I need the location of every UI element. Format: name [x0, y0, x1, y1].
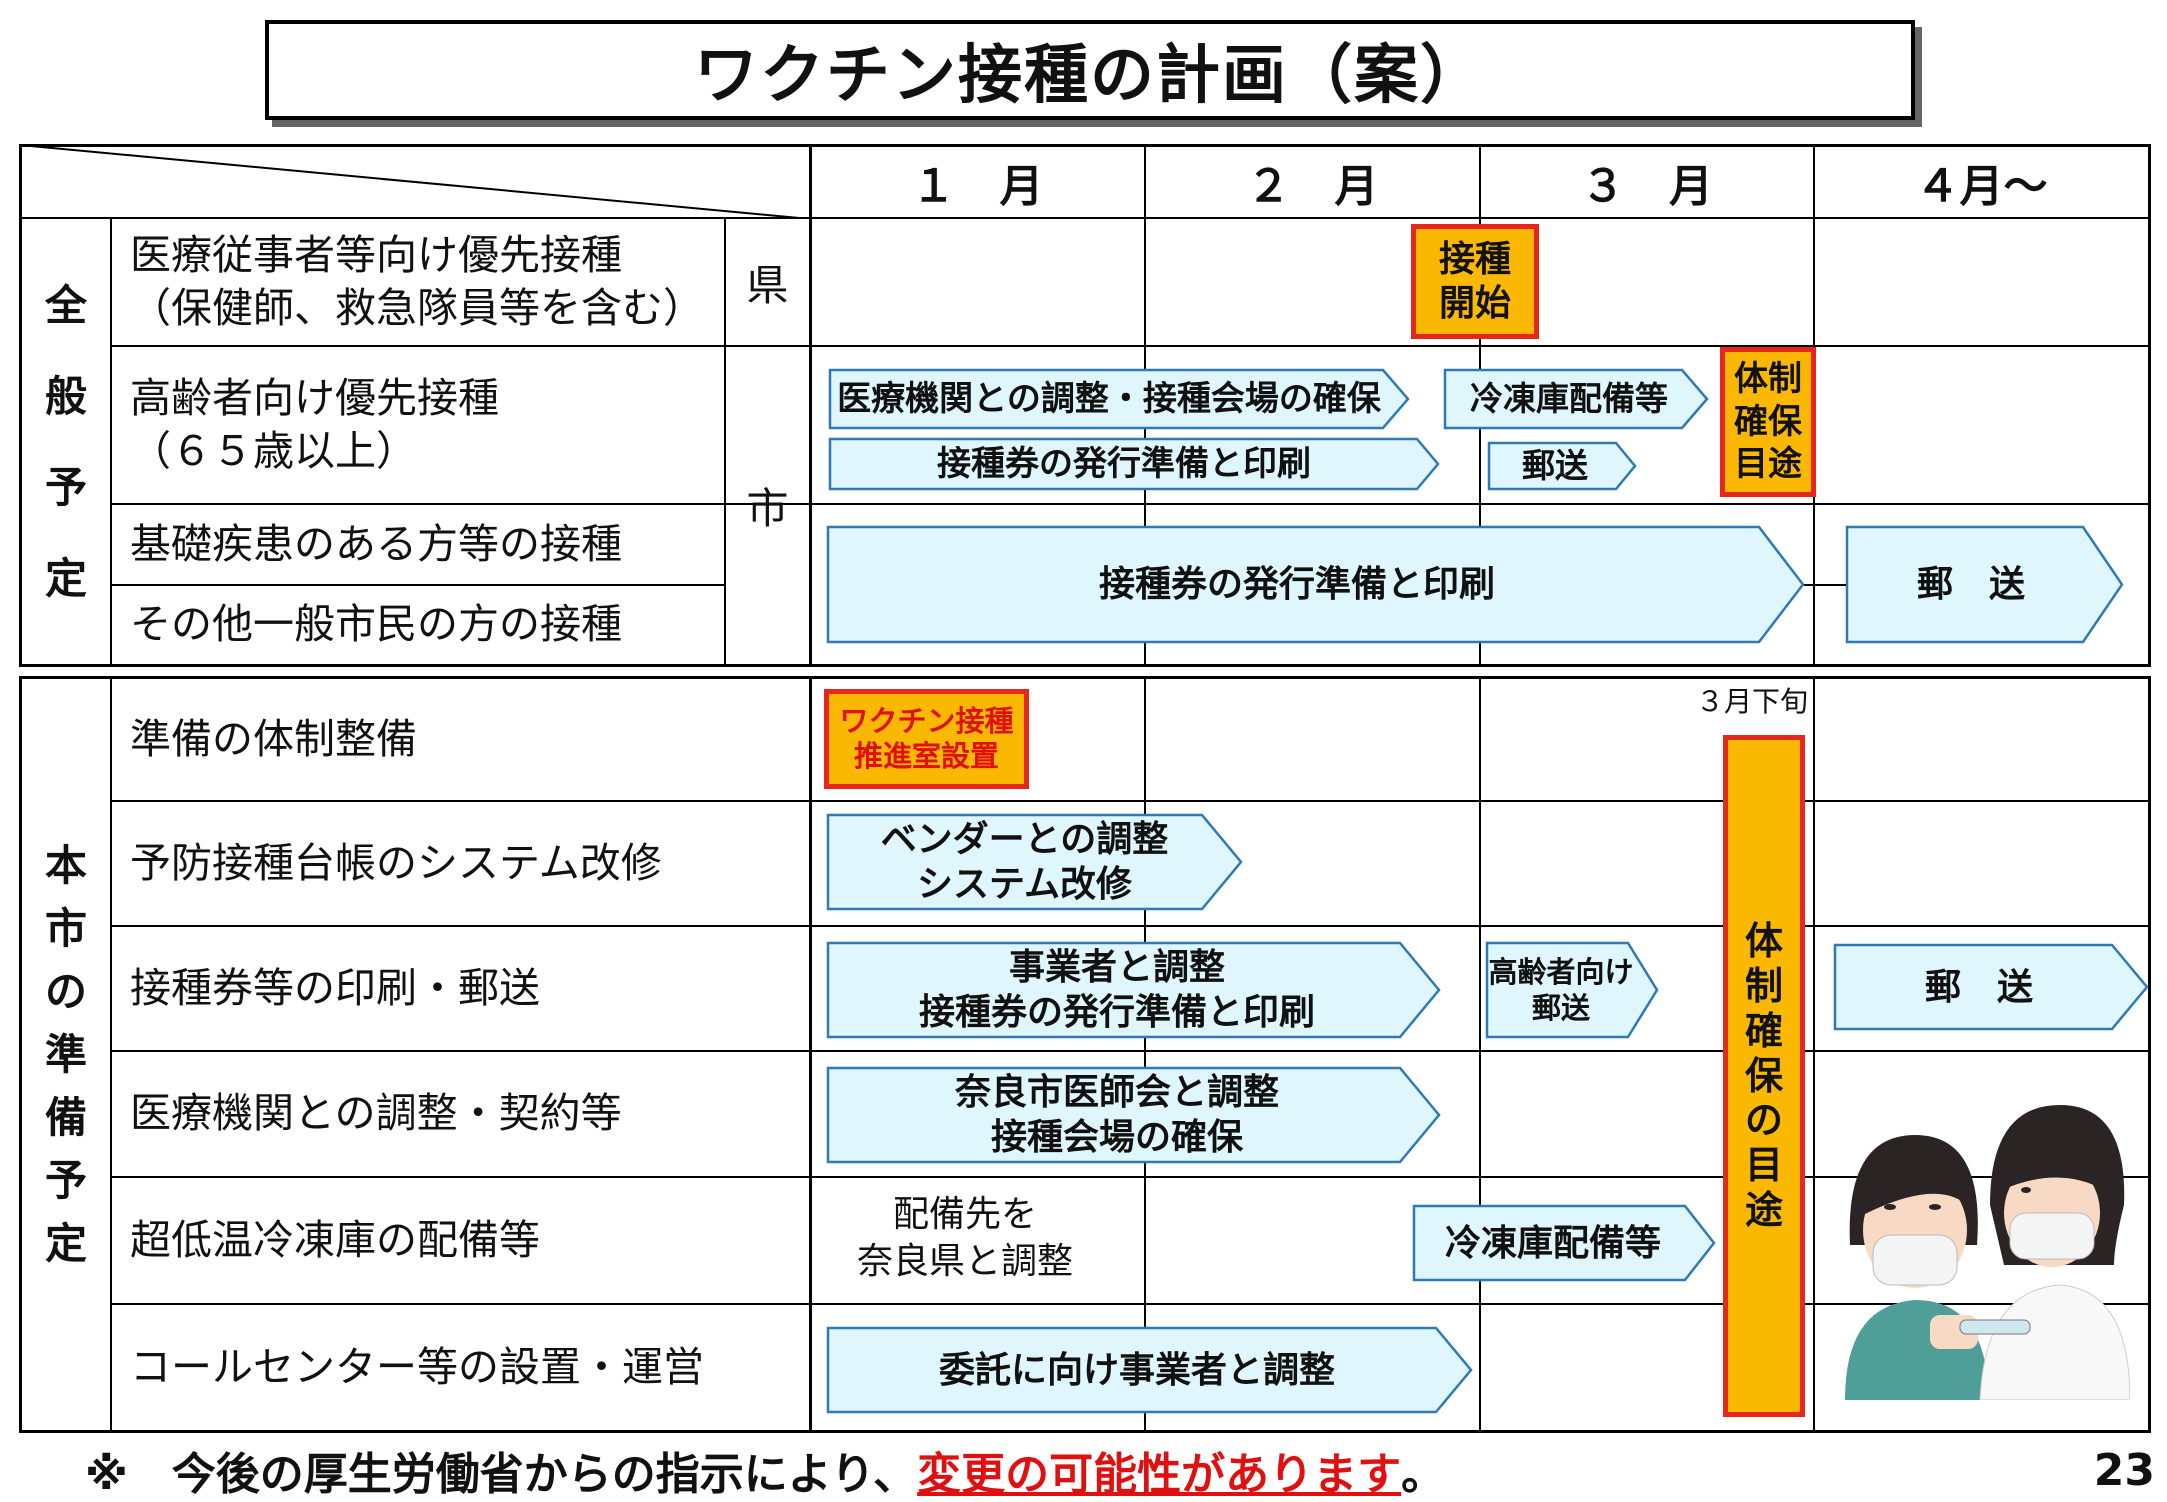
page-title: ワクチン接種の計画（案）: [265, 20, 1915, 120]
arrow-shape: [826, 813, 1243, 911]
arrow-coordination-venue: 医療機関との調整・接種会場の確保: [828, 368, 1410, 430]
patient-figure: [1845, 1135, 1989, 1400]
arrow-shape: [1412, 1204, 1716, 1282]
arrow-medical-association: 奈良市医師会と調整接種会場の確保: [826, 1066, 1441, 1164]
arrow-mail-elderly: 郵送: [1487, 441, 1637, 491]
arrow-ticket-prep-elderly: 接種券の発行準備と印刷: [828, 437, 1440, 491]
header-diagonal: [20, 145, 810, 219]
arrow-freezer-general: 冷凍庫配備等: [1443, 368, 1709, 430]
row-label-freezer: 超低温冷凍庫の配備等: [130, 1215, 540, 1264]
arrow-freezer-city: 冷凍庫配備等: [1412, 1204, 1716, 1282]
month-header-1: １ 月: [911, 161, 1044, 212]
arrow-shape: [826, 941, 1441, 1039]
row-label-elderly: 高齢者向け優先接種 （６５歳以上）: [130, 373, 499, 475]
arrow-elderly-mail: 高齢者向け郵送: [1485, 941, 1659, 1039]
row-label-call-center: コールセンター等の設置・運営: [130, 1342, 704, 1391]
freezer-note: 配備先を奈良県と調整: [856, 1194, 1073, 1282]
system-secured-badge: 体制確保目途: [1720, 347, 1816, 497]
arrow-vendor-system: ベンダーとの調整システム改修: [826, 813, 1243, 911]
footnote-suffix: 。: [1401, 1449, 1446, 1500]
city-section-label: 本 市 の 準 備 予 定: [44, 841, 87, 1268]
footnote-text: ※ 今後の厚生労働省からの指示により、: [85, 1449, 918, 1500]
row-label-printing-mailing: 接種券等の印刷・郵送: [130, 963, 540, 1012]
arrow-shape: [826, 1326, 1473, 1414]
promotion-office-badge: ワクチン接種推進室設置: [824, 689, 1029, 789]
arrow-call-center: 委託に向け事業者と調整: [826, 1326, 1473, 1414]
row-label-underlying-conditions: 基礎疾患のある方等の接種: [130, 519, 622, 568]
arrow-shape: [1845, 525, 2124, 644]
agency-city: 市: [746, 484, 789, 533]
row-label-preparation: 準備の体制整備: [130, 714, 417, 763]
arrow-mail-april-general: 郵 送: [1845, 525, 2124, 644]
arrow-shape: [826, 1066, 1441, 1164]
row-label-medical-contracts: 医療機関との調整・契約等: [130, 1089, 622, 1138]
vaccination-start-badge: 接種開始: [1411, 224, 1539, 339]
system-secured-bar: 体制確保の目途: [1723, 735, 1805, 1417]
nurse-figure: [1959, 1105, 2130, 1400]
month-header-3: ３ 月: [1581, 161, 1713, 212]
arrow-shape: [828, 368, 1410, 430]
arrow-shape: [1485, 941, 1659, 1039]
general-section-label: 全 般 予 定: [44, 280, 87, 603]
arrow-connector: [1804, 584, 1846, 586]
arrow-ticket-prep-all: 接種券の発行準備と印刷: [826, 525, 1805, 644]
row-label-general-public: その他一般市民の方の接種: [130, 600, 622, 649]
footnote: ※ 今後の厚生労働省からの指示により、変更の可能性があります。: [85, 1440, 1985, 1500]
arrow-shape: [828, 437, 1440, 491]
month-header-2: ２ 月: [1246, 161, 1379, 212]
arrow-shape: [826, 525, 1805, 644]
vaccination-illustration: [1845, 1105, 2130, 1400]
row-label-medical-workers: 医療従事者等向け優先接種 （保健師、救急隊員等を含む）: [130, 230, 704, 332]
row-label-system-upgrade: 予防接種台帳のシステム改修: [130, 838, 662, 887]
page-number: 23: [2093, 1444, 2155, 1496]
footnote-warning: 変更の可能性があります: [917, 1449, 1402, 1500]
arrow-printing-prep: 事業者と調整接種券の発行準備と印刷: [826, 941, 1441, 1039]
arrow-shape: [1487, 441, 1637, 491]
arrow-shape: [1443, 368, 1709, 430]
arrow-mail-april-city: 郵 送: [1833, 943, 2149, 1031]
arrow-shape: [1833, 943, 2149, 1031]
month-header-4: ４月～: [1915, 161, 2048, 212]
agency-prefecture: 県: [746, 260, 789, 310]
late-march-label: ３月下旬: [1695, 685, 1808, 718]
